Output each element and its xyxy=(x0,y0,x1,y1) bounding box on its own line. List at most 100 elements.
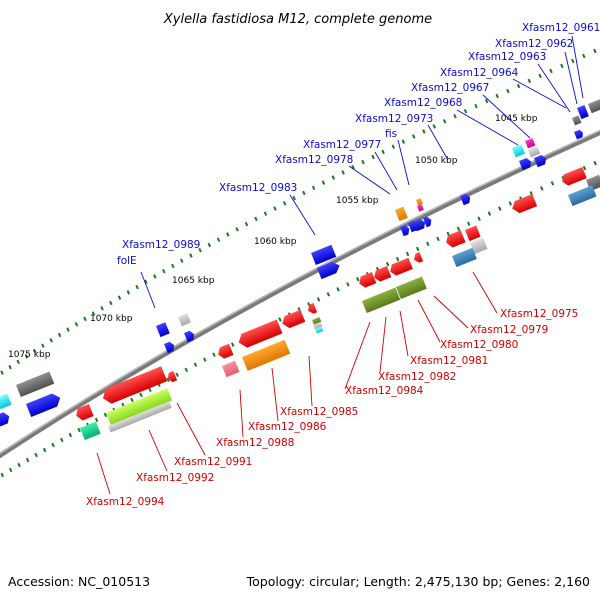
gene-label-xfasm12-0991[interactable]: Xfasm12_0991 xyxy=(174,456,252,468)
gene-label-xfasm12-0968[interactable]: Xfasm12_0968 xyxy=(384,97,462,109)
gene-arrow[interactable] xyxy=(560,167,587,187)
tick-dot xyxy=(487,211,492,216)
genome-summary-text: Topology: circular; Length: 2,475,130 bp… xyxy=(246,574,590,589)
gene-block[interactable] xyxy=(312,317,322,325)
gene-arrow[interactable] xyxy=(444,230,466,249)
gene-block[interactable] xyxy=(528,146,541,158)
forward-strand-genes xyxy=(0,98,600,428)
gene-arrow[interactable] xyxy=(74,404,94,422)
gene-label-xfasm12-0967[interactable]: Xfasm12_0967 xyxy=(411,82,489,94)
gene-arrow[interactable] xyxy=(357,272,377,289)
gene-label-xfasm12-0984[interactable]: Xfasm12_0984 xyxy=(345,385,424,397)
gene-block[interactable] xyxy=(572,115,582,126)
gene-block[interactable] xyxy=(178,313,192,327)
gene-label-xfasm12-0978[interactable]: Xfasm12_0978 xyxy=(275,154,353,166)
gene-block[interactable] xyxy=(222,360,240,378)
gene-label-xfasm12-0962[interactable]: Xfasm12_0962 xyxy=(495,38,573,50)
gene-arrow[interactable] xyxy=(460,193,472,206)
tick-dot xyxy=(391,144,396,149)
gene-label-xfasm12-0963[interactable]: Xfasm12_0963 xyxy=(468,51,546,63)
gene-arrow[interactable] xyxy=(280,309,306,330)
gene-block[interactable] xyxy=(313,322,323,330)
gene-block[interactable] xyxy=(408,220,418,233)
gene-arrow[interactable] xyxy=(534,154,548,168)
gene-label-xfasm12-0977[interactable]: Xfasm12_0977 xyxy=(303,139,381,151)
gene-label-xfasm12-0983[interactable]: Xfasm12_0983 xyxy=(219,182,297,194)
gene-arrow[interactable] xyxy=(0,411,11,428)
gene-block[interactable] xyxy=(512,144,526,158)
gene-label-fis[interactable]: fis xyxy=(385,128,397,140)
gene-arrow[interactable] xyxy=(236,319,283,350)
gene-block[interactable] xyxy=(0,393,12,410)
gene-arrow[interactable] xyxy=(184,330,196,343)
gene-label-xfasm12-0986[interactable]: Xfasm12_0986 xyxy=(248,421,327,433)
gene-label-xfasm12-0979[interactable]: Xfasm12_0979 xyxy=(470,324,548,336)
gene-block[interactable] xyxy=(452,247,477,268)
gene-block[interactable] xyxy=(108,401,172,433)
gene-block[interactable] xyxy=(396,276,427,300)
gene-block[interactable] xyxy=(417,204,424,212)
tick-dot xyxy=(117,295,122,300)
gene-block[interactable] xyxy=(588,98,600,114)
accession-text: Accession: NC_010513 xyxy=(8,574,150,589)
gene-block[interactable] xyxy=(395,206,408,222)
gene-arrow[interactable] xyxy=(26,391,63,417)
gene-label-xfasm12-0994[interactable]: Xfasm12_0994 xyxy=(86,496,165,508)
gene-block[interactable] xyxy=(577,105,589,120)
gene-arrow[interactable] xyxy=(100,366,168,406)
gene-label-xfasm12-0961[interactable]: Xfasm12_0961 xyxy=(522,22,600,34)
gene-arrow[interactable] xyxy=(423,215,433,228)
gene-arrow[interactable] xyxy=(166,371,178,383)
gene-label-fole[interactable]: folE xyxy=(117,255,137,267)
gene-arrow[interactable] xyxy=(306,303,318,315)
gene-arrow[interactable] xyxy=(164,341,176,354)
gene-block[interactable] xyxy=(16,371,55,398)
tick-label-1050: 1050 kbp xyxy=(415,156,458,166)
gene-block[interactable] xyxy=(525,138,536,149)
gene-label-xfasm12-0989[interactable]: Xfasm12_0989 xyxy=(122,239,200,251)
gene-block[interactable] xyxy=(242,339,291,371)
gene-arrow[interactable] xyxy=(412,252,424,264)
gene-block[interactable] xyxy=(315,326,324,334)
gene-arrow[interactable] xyxy=(317,260,342,280)
gene-block[interactable] xyxy=(465,225,481,242)
gene-block[interactable] xyxy=(362,287,401,314)
gene-label-xfasm12-0973[interactable]: Xfasm12_0973 xyxy=(355,113,433,125)
gene-arrow[interactable] xyxy=(413,218,427,232)
tick-dot xyxy=(189,253,193,258)
gene-arrow[interactable] xyxy=(216,343,234,360)
gene-arrow[interactable] xyxy=(510,194,538,215)
tick-dot xyxy=(203,357,207,362)
gene-label-xfasm12-0980[interactable]: Xfasm12_0980 xyxy=(440,339,518,351)
genome-backbone xyxy=(0,129,600,459)
gene-block[interactable] xyxy=(416,198,423,206)
gene-label-xfasm12-0975[interactable]: Xfasm12_0975 xyxy=(500,308,578,320)
tick-dot xyxy=(184,367,189,373)
gene-arrow[interactable] xyxy=(519,157,533,171)
gene-label-xfasm12-0992[interactable]: Xfasm12_0992 xyxy=(136,472,214,484)
gene-label-xfasm12-0988[interactable]: Xfasm12_0988 xyxy=(216,437,294,449)
tick-dot xyxy=(336,287,340,292)
gene-block[interactable] xyxy=(80,421,101,441)
gene-block[interactable] xyxy=(568,185,597,207)
tick-dot xyxy=(582,165,587,171)
gene-label-xfasm12-0981[interactable]: Xfasm12_0981 xyxy=(410,355,488,367)
tick-dot xyxy=(175,372,179,378)
tick-dot xyxy=(453,113,457,119)
tick-dot xyxy=(25,457,30,463)
gene-arrow[interactable] xyxy=(574,129,584,140)
gene-block[interactable] xyxy=(106,388,173,426)
gene-label-xfasm12-0982[interactable]: Xfasm12_0982 xyxy=(378,371,456,383)
tick-dot xyxy=(346,282,350,287)
gene-arrow[interactable] xyxy=(388,257,413,277)
gene-label-xfasm12-0964[interactable]: Xfasm12_0964 xyxy=(440,67,519,79)
gene-block[interactable] xyxy=(156,322,170,338)
gene-block[interactable] xyxy=(311,244,337,266)
tick-dot xyxy=(153,274,157,279)
gene-label-xfasm12-0985[interactable]: Xfasm12_0985 xyxy=(280,406,358,418)
tick-dot xyxy=(126,290,131,295)
gene-block[interactable] xyxy=(470,237,488,255)
gene-arrow[interactable] xyxy=(372,266,392,283)
tick-dot xyxy=(91,311,96,316)
gene-arrow[interactable] xyxy=(400,224,411,237)
